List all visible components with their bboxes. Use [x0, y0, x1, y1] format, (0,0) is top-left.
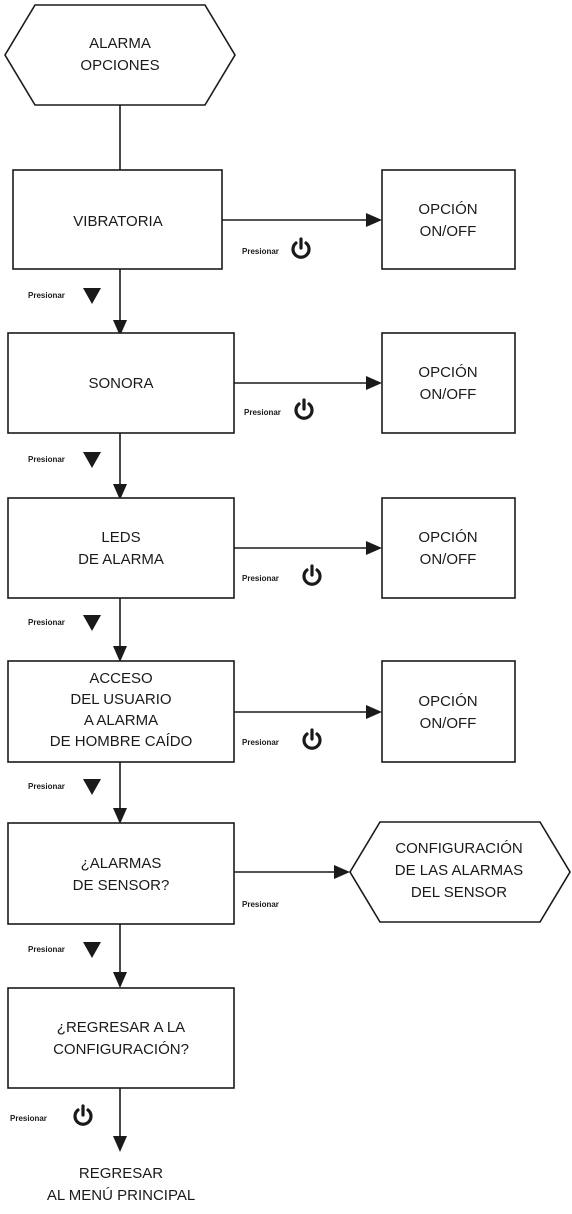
step-label-line4: DE HOMBRE CAÍDO — [50, 733, 193, 750]
arrowhead — [113, 972, 127, 988]
step-box-sonora — [7, 332, 235, 434]
power-icon — [302, 728, 322, 750]
presionar-label: Presionar — [28, 455, 65, 464]
option-box — [381, 332, 516, 434]
arrowhead — [113, 320, 127, 336]
step-box-vibratoria — [12, 169, 223, 270]
step-label-line1: ¿ALARMAS — [81, 855, 162, 872]
start-hexagon — [4, 4, 236, 106]
presionar-label: Presionar — [28, 291, 65, 300]
option-label-line2: ON/OFF — [420, 386, 477, 403]
presionar-label: Presionar — [242, 247, 279, 256]
step-label-line2: DE ALARMA — [78, 551, 164, 568]
option-label-line2: ON/OFF — [420, 715, 477, 732]
arrowhead — [366, 705, 382, 719]
step-label: VIBRATORIA — [73, 213, 162, 230]
step-box-alarmas-sensor — [7, 822, 235, 925]
step-label-line3: A ALARMA — [84, 712, 158, 729]
step-box-regresar — [7, 987, 235, 1089]
sensor-config-hexagon — [349, 821, 571, 923]
step-label-line2: CONFIGURACIÓN? — [53, 1041, 189, 1058]
down-triangle-icon — [83, 288, 101, 304]
presionar-label: Presionar — [10, 1114, 47, 1123]
presionar-label: Presionar — [28, 782, 65, 791]
step-label-line1: ¿REGRESAR A LA — [57, 1019, 185, 1036]
down-triangle-icon — [83, 452, 101, 468]
step-label-line2: DE SENSOR? — [73, 877, 170, 894]
presionar-label: Presionar — [28, 618, 65, 627]
power-icon — [291, 237, 311, 259]
presionar-label: Presionar — [242, 574, 279, 583]
presionar-label: Presionar — [28, 945, 65, 954]
power-icon — [302, 564, 322, 586]
presionar-label: Presionar — [244, 408, 281, 417]
arrowhead — [113, 484, 127, 500]
step-label: SONORA — [88, 375, 153, 392]
step-box-acceso — [7, 660, 235, 763]
arrowhead — [366, 541, 382, 555]
step-label-line2: DEL USUARIO — [70, 691, 171, 708]
option-label-line3: DEL SENSOR — [411, 884, 507, 901]
down-triangle-icon — [83, 615, 101, 631]
arrowhead — [366, 213, 382, 227]
option-box — [381, 169, 516, 270]
arrowhead — [113, 646, 127, 662]
presionar-label: Presionar — [242, 738, 279, 747]
option-label-line1: OPCIÓN — [418, 529, 477, 546]
step-box-leds — [7, 497, 235, 599]
arrowhead — [334, 865, 350, 879]
option-label-line1: OPCIÓN — [418, 201, 477, 218]
end-label-line2: AL MENÚ PRINCIPAL — [47, 1187, 195, 1204]
power-icon — [73, 1104, 93, 1126]
start-label-line1: ALARMA — [89, 35, 151, 52]
option-box — [381, 497, 516, 599]
option-label-line2: ON/OFF — [420, 551, 477, 568]
option-label-line2: DE LAS ALARMAS — [395, 862, 523, 879]
start-label-line2: OPCIONES — [80, 57, 159, 74]
option-label-line2: ON/OFF — [420, 223, 477, 240]
arrowhead — [366, 376, 382, 390]
step-label-line1: ACCESO — [89, 670, 152, 687]
arrowhead — [113, 1136, 127, 1152]
option-box — [381, 660, 516, 763]
option-label-line1: CONFIGURACIÓN — [395, 840, 523, 857]
step-label-line1: LEDS — [101, 529, 140, 546]
option-label-line1: OPCIÓN — [418, 364, 477, 381]
option-label-line1: OPCIÓN — [418, 693, 477, 710]
presionar-label: Presionar — [242, 900, 279, 909]
end-label-line1: REGRESAR — [79, 1165, 163, 1182]
down-triangle-icon — [83, 779, 101, 795]
down-triangle-icon — [83, 942, 101, 958]
arrowhead — [113, 808, 127, 824]
power-icon — [294, 398, 314, 420]
